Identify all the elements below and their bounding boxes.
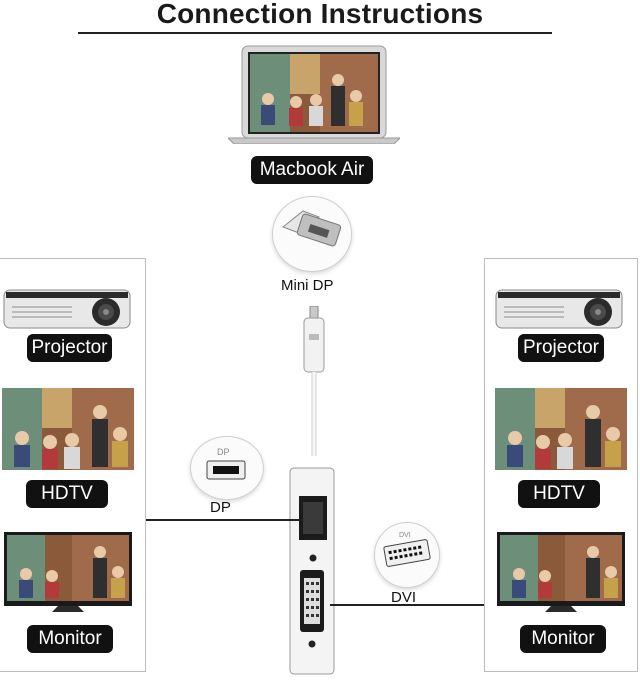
- left-projector-image: [2, 284, 134, 332]
- right-hdtv-image: [495, 388, 627, 470]
- dp-port-icon: DP: [190, 436, 264, 500]
- right-projector-image: [494, 284, 626, 332]
- dp-label: DP: [210, 499, 231, 516]
- right-projector-label: Projector: [518, 334, 604, 362]
- right-hdtv-label: HDTV: [518, 480, 600, 508]
- left-projector-label: Projector: [27, 334, 112, 362]
- macbook-air-label: Macbook Air: [251, 156, 373, 184]
- dp-connection-line: [145, 519, 303, 521]
- left-monitor-image: [4, 532, 132, 612]
- left-hdtv-label: HDTV: [26, 480, 108, 508]
- mini-dp-cable: [300, 305, 330, 466]
- dp-icon-text: DP: [217, 447, 230, 457]
- left-monitor-label: Monitor: [27, 625, 113, 653]
- dvi-port-icon: DVI: [374, 522, 440, 588]
- macbook-laptop: [226, 44, 402, 145]
- right-monitor-image: [497, 532, 625, 612]
- dvi-label: DVI: [391, 589, 417, 606]
- left-hdtv-image: [2, 388, 134, 470]
- dvi-icon-text: DVI: [399, 532, 411, 539]
- dvi-connection-line: [330, 604, 484, 606]
- adapter-body: [289, 466, 335, 676]
- right-monitor-label: Monitor: [520, 625, 606, 653]
- mini-dp-plug-icon: [272, 196, 352, 272]
- title-underline: [78, 32, 552, 34]
- mini-dp-label: Mini DP: [281, 277, 334, 294]
- page-title: Connection Instructions: [156, 0, 484, 29]
